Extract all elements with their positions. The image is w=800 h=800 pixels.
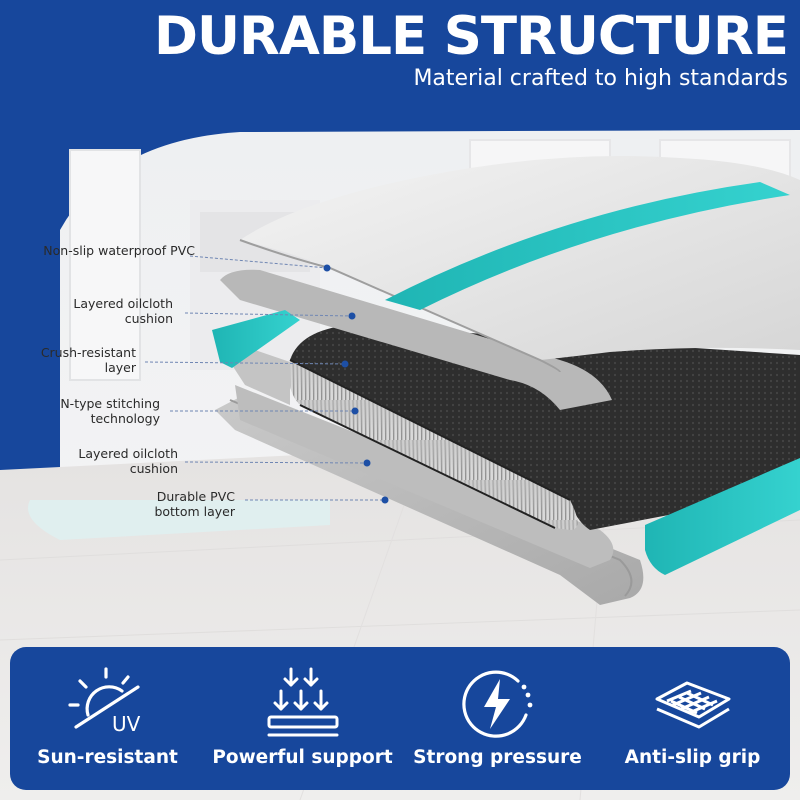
lightning-gauge-icon bbox=[461, 670, 532, 738]
feature-bar: UV Sun-resistant Powerful support bbox=[10, 647, 790, 790]
support-arrows-icon bbox=[267, 667, 338, 737]
feature-sun-resistant: UV Sun-resistant bbox=[10, 647, 205, 790]
callout-label: N-type stitching technology bbox=[60, 396, 160, 426]
callout-label: Layered oilcloth cushion bbox=[73, 296, 173, 326]
callout-label: Durable PVC bottom layer bbox=[154, 489, 235, 519]
sun-uv-icon: UV bbox=[67, 667, 141, 736]
feature-label: Powerful support bbox=[212, 747, 393, 768]
feature-strong-pressure: Strong pressure bbox=[400, 647, 595, 790]
callout-label: Crush-resistant layer bbox=[40, 345, 136, 375]
feature-anti-slip-grip: Anti-slip grip bbox=[595, 647, 790, 790]
page-title: DURABLE STRUCTURE bbox=[154, 6, 789, 67]
callout-label: Layered oilcloth cushion bbox=[78, 446, 178, 476]
anti-slip-layers-icon bbox=[655, 681, 730, 729]
page-subtitle: Material crafted to high standards bbox=[413, 66, 788, 91]
feature-label: Anti-slip grip bbox=[624, 747, 761, 768]
header-band: DURABLE STRUCTURE Material crafted to hi… bbox=[0, 0, 800, 130]
callout-label: Non-slip waterproof PVC bbox=[43, 243, 195, 258]
feature-label: Sun-resistant bbox=[37, 747, 178, 768]
feature-powerful-support: Powerful support bbox=[205, 647, 400, 790]
svg-text:UV: UV bbox=[112, 712, 141, 736]
feature-label: Strong pressure bbox=[413, 747, 582, 768]
